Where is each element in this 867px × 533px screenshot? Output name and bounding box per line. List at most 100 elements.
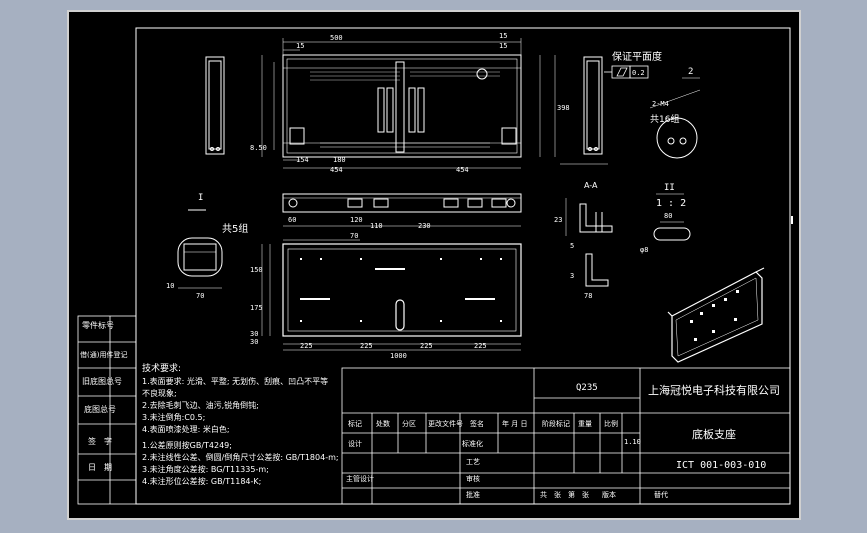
footer-3: 替代	[654, 490, 668, 499]
tech-notes-title: 技术要求:	[142, 362, 181, 374]
strip-cell-6: 日 期	[88, 463, 112, 472]
tech-note-7: 2.未注线性公差、倒圆/倒角尺寸公差按: GB/T1804-m;	[142, 452, 339, 462]
middle-view	[282, 193, 522, 241]
tb-header-4: 更改文件号	[428, 419, 463, 428]
detail-ii-dia: φ8	[640, 246, 648, 254]
strip-cell-2: 借(通)用件登记	[80, 350, 127, 359]
dim-right-height: 398	[557, 104, 570, 112]
tech-note-1: 1.表面要求: 光滑、平整; 无划伤、刮痕、凹凸不平等	[142, 376, 328, 386]
dim-bottom-2: 180	[333, 156, 346, 164]
section-aa	[565, 198, 613, 287]
section-aa-label: A-A	[584, 181, 598, 190]
tech-note-4: 3.未注倒角:C0.5;	[142, 412, 205, 422]
stage-header-3: 比例	[604, 419, 618, 428]
tb-header-5: 签名	[470, 419, 484, 428]
title-block	[341, 367, 791, 505]
part-name: 底板支座	[692, 427, 736, 441]
section-dim-1: 23	[554, 216, 562, 224]
dim-bottom-4: 454	[456, 166, 469, 174]
bottom-dim-3: 225	[420, 342, 433, 350]
left-revision-strip	[77, 315, 137, 505]
detail-2-label: 2	[688, 67, 693, 77]
front-view	[282, 54, 522, 158]
role-5: 审核	[466, 474, 480, 483]
stage-header-1: 阶段标记	[542, 419, 570, 428]
detail-ii-dim: 80	[664, 212, 672, 220]
stage-header-2: 重量	[578, 420, 592, 428]
role-right-1: 标准化	[462, 439, 483, 448]
scale-value: 1.10	[624, 438, 641, 446]
drawing-number: ICT 001-003-010	[676, 460, 766, 471]
group-5-label: 共5组	[222, 222, 248, 235]
small-dim-1: 78	[584, 292, 592, 300]
tech-note-2: 不良现象;	[142, 388, 177, 398]
mid-dim-70: 70	[350, 232, 358, 240]
footer-2: 版本	[602, 490, 616, 499]
dim-top-3: 15	[499, 32, 507, 40]
bottom-dim-4: 225	[474, 342, 487, 350]
role-4: 主管设计	[346, 474, 374, 483]
small-dim-2: 3	[570, 272, 574, 280]
material: Q235	[576, 383, 598, 393]
flatness-frame	[604, 65, 649, 79]
bottom-dim-2: 225	[360, 342, 373, 350]
side-dim-1: 150	[250, 266, 263, 274]
holes-group-note: 共16组	[650, 113, 679, 125]
tb-header-2: 处数	[376, 419, 390, 428]
detail-circle	[649, 89, 701, 159]
left-side-view	[205, 56, 225, 155]
footer-1: 共 张 第 张	[540, 490, 589, 499]
flatness-value: 0.2	[632, 69, 645, 77]
tb-header-6: 年 月 日	[502, 419, 527, 428]
dim-top-2: 500	[330, 34, 343, 42]
strip-cell-4: 底图总号	[84, 404, 116, 414]
section-i-label: I	[198, 193, 203, 203]
company-name: 上海冠悦电子科技有限公司	[648, 383, 780, 397]
tech-note-8: 3.未注角度公差按: BG/T11335-m;	[142, 464, 269, 474]
tech-note-9: 4.未注形位公差按: GB/T1184-K;	[142, 476, 261, 486]
tech-note-5: 4.表面喷漆处理: 米白色;	[142, 424, 230, 434]
dim-bottom-3: 454	[330, 166, 343, 174]
mid-dim-3: 230	[418, 222, 431, 230]
role-3: 工艺	[466, 458, 480, 466]
left-section-dim-2: 70	[196, 292, 204, 300]
left-section-view	[177, 237, 223, 289]
detail-ii-label: II	[664, 183, 675, 193]
strip-cell-3: 旧底图总号	[82, 376, 122, 386]
isometric-view	[667, 267, 765, 363]
side-dim-4: 30	[250, 338, 258, 346]
right-side-view	[560, 56, 608, 165]
strip-cell-1: 零件标号	[82, 320, 114, 330]
side-dim-3: 30	[250, 330, 258, 338]
side-dim-2: 175	[250, 304, 263, 312]
tb-header-1: 标记	[348, 419, 362, 428]
tb-header-3: 分区	[402, 419, 416, 428]
drawing-sheet	[67, 10, 801, 520]
role-1: 设计	[348, 439, 362, 448]
mid-dim-2: 110	[370, 222, 383, 230]
strip-cell-5: 签 字	[88, 436, 112, 446]
detail-ii-slot	[653, 221, 691, 241]
bottom-view	[261, 243, 522, 351]
flatness-label: 保证平面度	[612, 50, 662, 63]
isometric-holes	[690, 290, 739, 341]
tech-note-6: 1.公差原则按GB/T4249;	[142, 440, 232, 450]
mid-dim-1: 60	[288, 216, 296, 224]
section-dim-2: 5	[570, 242, 574, 250]
dim-bottom-1: 154	[296, 156, 309, 164]
left-section-dim-1: 10	[166, 282, 174, 290]
dim-top-4: 15	[499, 42, 507, 50]
bottom-dim-total: 1000	[390, 352, 407, 360]
role-6: 批准	[466, 490, 480, 499]
front-view-dims	[261, 38, 556, 169]
tech-notes: 技术要求: 1.表面要求: 光滑、平整; 无划伤、刮痕、凹凸不平等 不良现象; …	[142, 362, 339, 486]
bottom-dim-1: 225	[300, 342, 313, 350]
hole-dim-label: 2-M4	[652, 100, 669, 108]
dim-left-height: 8.50	[250, 144, 267, 152]
bottom-view-holes	[300, 258, 502, 322]
detail-ii-scale: 1 : 2	[656, 198, 686, 209]
mid-dim-4: 120	[350, 216, 363, 224]
dim-top-1: 15	[296, 42, 304, 50]
